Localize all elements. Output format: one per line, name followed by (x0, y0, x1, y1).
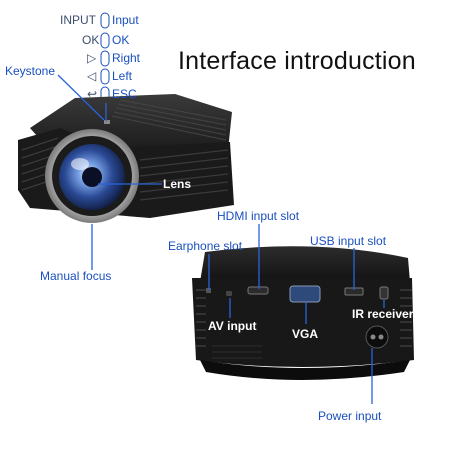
esc-button-label: ESC (112, 87, 137, 101)
ir-receiver-label: IR receiver (352, 307, 414, 321)
vga-label: VGA (292, 327, 319, 341)
return-arrow-icon: ↩ (87, 87, 98, 101)
av-input-label: AV input (208, 319, 257, 333)
left-arrow-icon: ◁ (87, 69, 97, 83)
input-symbol: INPUT (60, 13, 96, 27)
power-input-label: Power input (318, 409, 382, 423)
button-outline-icon (100, 12, 110, 103)
right-arrow-icon: ▷ (87, 51, 97, 65)
earphone-slot-label: Earphone slot (168, 239, 243, 253)
input-button-label: Input (112, 13, 139, 27)
page-title: Interface introduction (178, 47, 416, 75)
lens-label: Lens (163, 177, 192, 191)
projector-back-image (192, 246, 414, 380)
keystone-label: Keystone (5, 64, 56, 78)
right-button-label: Right (112, 51, 141, 65)
left-button-label: Left (112, 69, 133, 83)
ok-symbol: OK (82, 33, 100, 47)
ok-button-label: OK (112, 33, 130, 47)
manual-focus-label: Manual focus (40, 269, 112, 283)
callout-leader-lines (57, 74, 385, 404)
usb-slot-label: USB input slot (310, 234, 387, 248)
hdmi-slot-label: HDMI input slot (217, 209, 300, 223)
projector-front-image (18, 94, 234, 223)
